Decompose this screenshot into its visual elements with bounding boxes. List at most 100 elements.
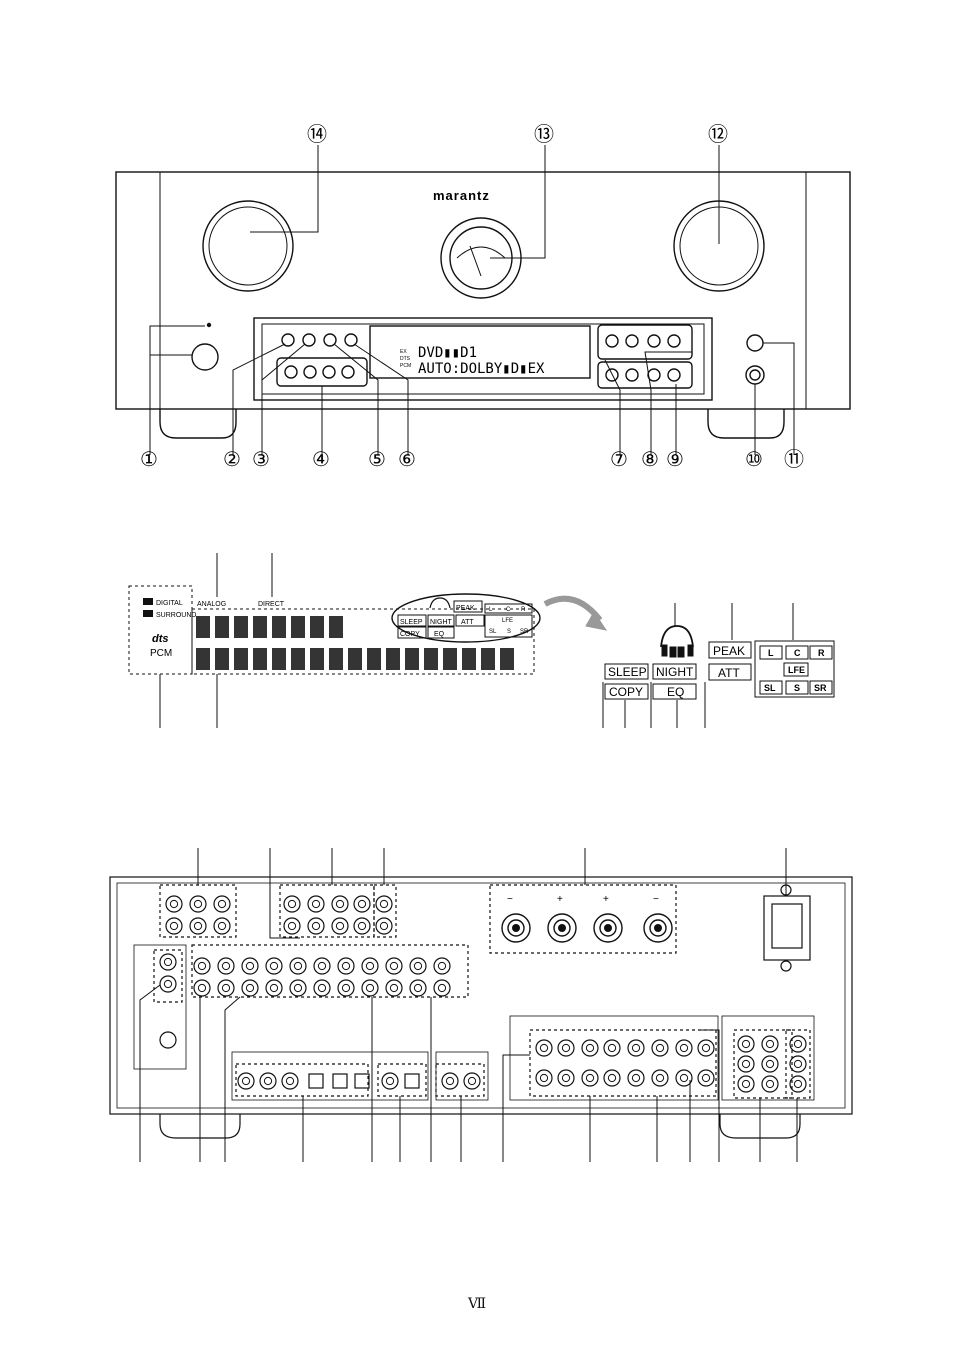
dot-matrix-cell: [329, 616, 343, 638]
front-display-line2: AUTO:DOLBY▮D▮EX: [418, 361, 545, 377]
callout-2: ②: [223, 447, 241, 471]
front-panel-body: [115, 171, 851, 410]
rca-jack: [283, 895, 301, 913]
dot-matrix-cell: [272, 648, 286, 670]
rca-jack: [213, 895, 231, 913]
rca-jack: [433, 979, 451, 997]
speaker-polarity-signs: − + + −: [507, 894, 659, 905]
small-att: ATT: [461, 619, 474, 626]
zoom-night-box: [652, 663, 697, 680]
small-lfe: LFE: [502, 618, 513, 624]
speaker-terminal: [643, 913, 673, 943]
dot-matrix-cell: [215, 616, 229, 638]
rca-jack: [165, 917, 183, 935]
optical-port: [308, 1073, 324, 1089]
dts-indicator: dts: [152, 633, 169, 645]
dot-matrix-cell: [272, 616, 286, 638]
small-r: R: [521, 607, 526, 613]
dot-matrix-cell: [405, 648, 419, 670]
zoom-ch-lfe: LFE: [788, 665, 805, 675]
callout-8: ⑧: [641, 447, 659, 471]
callout-7: ⑦: [610, 447, 628, 471]
rca-jack: [159, 975, 177, 993]
callout-10: ⑩: [745, 447, 763, 471]
dot-matrix-cell: [481, 648, 495, 670]
rca-jack: [675, 1069, 693, 1087]
zoom-ch-c: C: [794, 648, 801, 658]
rca-jack: [337, 957, 355, 975]
dot-matrix-cell: [215, 648, 229, 670]
speaker-terminal: [547, 913, 577, 943]
rca-jack: [213, 917, 231, 935]
rca-jack: [535, 1039, 553, 1057]
dot-matrix-cell: [424, 648, 438, 670]
front-display-line1: DVD▮▮D1: [418, 345, 477, 361]
rca-jack: [189, 917, 207, 935]
dot-matrix-cell: [500, 648, 514, 670]
rca-jack: [675, 1039, 693, 1057]
dot-matrix-cell: [291, 616, 305, 638]
rca-jack: [627, 1039, 645, 1057]
rca-jack: [353, 895, 371, 913]
rca-jack: [159, 953, 177, 971]
zoom-ellipse: [391, 593, 541, 643]
rca-jack: [265, 979, 283, 997]
front-mini-pcm: PCM: [400, 363, 411, 369]
dot-matrix-cell: [367, 648, 381, 670]
rca-jack: [331, 895, 349, 913]
speaker-terminal: [501, 913, 531, 943]
input-selector-knob: [202, 200, 294, 292]
zoom-ch-sr: SR: [814, 683, 827, 693]
rear-panel-body: [109, 876, 853, 1115]
rear-left-foot: [159, 1114, 241, 1139]
polarity-4: −: [653, 894, 659, 905]
dot-matrix-cell: [234, 616, 248, 638]
callout-6: ⑥: [398, 447, 416, 471]
small-sr: SR: [520, 629, 529, 635]
front-mini-ex: EX: [400, 349, 407, 355]
rca-jack: [289, 979, 307, 997]
small-sl: SL: [489, 629, 497, 635]
zoom-eq-box: [652, 683, 697, 700]
rca-jack: [789, 1075, 807, 1093]
rca-jack: [603, 1069, 621, 1087]
optical-port: [332, 1073, 348, 1089]
fl-display-labels: DIGITAL SURROUND dts PCM ANALOG DIRECT P…: [143, 598, 827, 699]
rca-jack: [651, 1069, 669, 1087]
polarity-2: +: [557, 894, 563, 905]
speaker-terminal: [593, 913, 623, 943]
rca-jack: [737, 1075, 755, 1093]
callout-5: ⑤: [368, 447, 386, 471]
brand-logo: marantz: [433, 188, 490, 203]
rca-jack: [409, 979, 427, 997]
rca-jack: [217, 957, 235, 975]
dot-matrix-cell: [234, 648, 248, 670]
power-button: [191, 343, 219, 371]
zoom-sleep: SLEEP: [608, 665, 647, 679]
front-buttons-right: [597, 324, 693, 389]
rca-jack: [409, 957, 427, 975]
rca-jack: [385, 957, 403, 975]
zoom-ch-sl: SL: [764, 683, 776, 693]
rca-jack: [651, 1039, 669, 1057]
callout-14: ⑭: [307, 122, 327, 146]
rca-jack: [557, 1069, 575, 1087]
rear-jacks: [159, 895, 807, 1093]
dot-matrix-cell: [253, 648, 267, 670]
callout-1: ①: [140, 447, 158, 471]
rca-jack: [581, 1069, 599, 1087]
dot-matrix-cell: [386, 648, 400, 670]
optical-port: [354, 1073, 370, 1089]
rca-jack: [337, 979, 355, 997]
rca-jack: [737, 1055, 755, 1073]
dot-matrix-cell: [291, 648, 305, 670]
zoom-copy-box: [604, 683, 649, 700]
page-number: Ⅶ: [468, 1296, 487, 1312]
dot-matrix-characters: [196, 616, 514, 670]
analog-indicator: ANALOG: [197, 601, 226, 608]
callout-11: ⑪: [784, 447, 804, 471]
callout-13: ⑬: [534, 122, 554, 146]
rca-jack: [189, 895, 207, 913]
zoom-peak-box: [708, 641, 752, 659]
headphone-jack: [745, 365, 765, 385]
